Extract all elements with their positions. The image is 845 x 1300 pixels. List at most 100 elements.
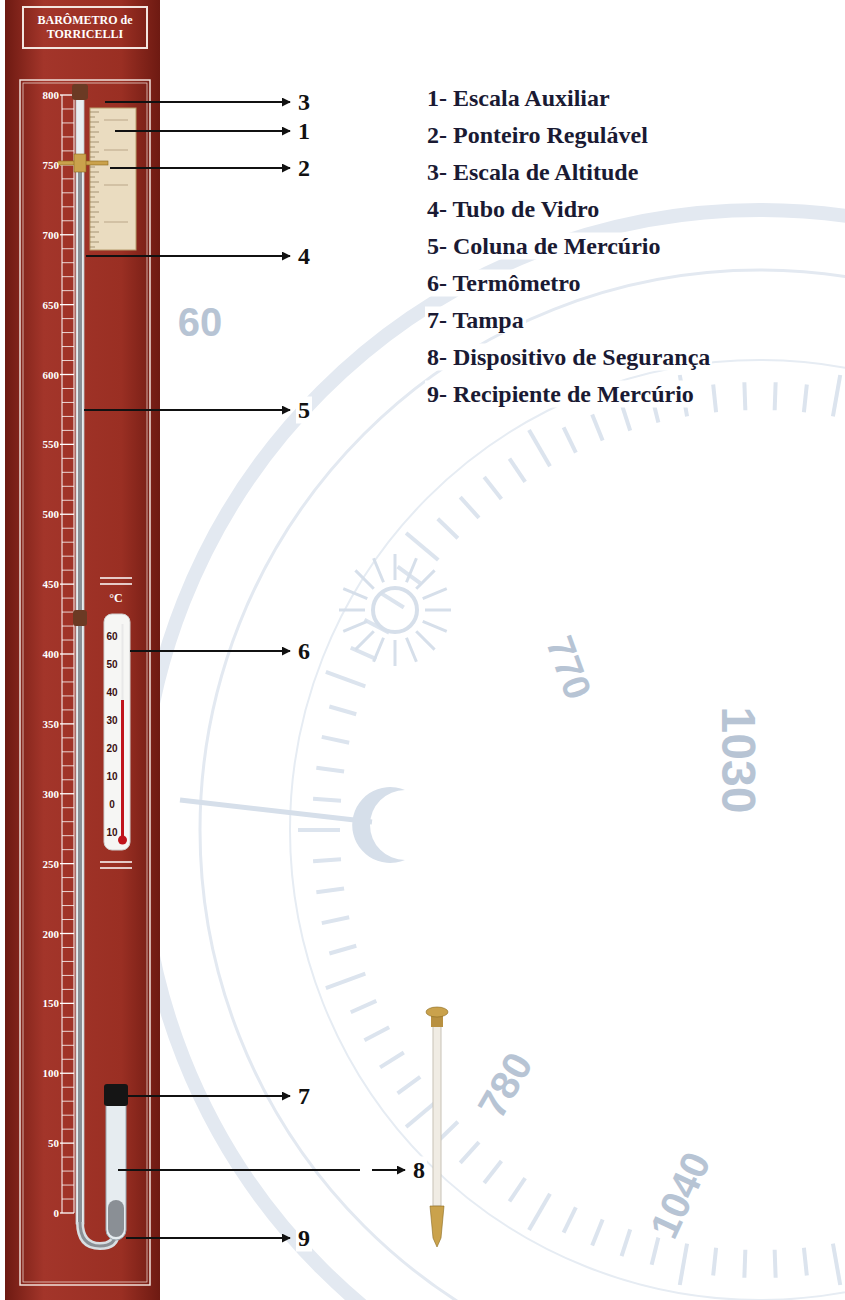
aux-tick	[90, 187, 95, 188]
dial-tick	[592, 1219, 602, 1245]
dial-tick	[742, 1250, 747, 1278]
scale-tick	[62, 598, 74, 599]
dial-tick	[680, 1244, 687, 1285]
scale-tick	[62, 1199, 74, 1200]
scale-tick	[60, 1073, 74, 1074]
dial-tick	[804, 1248, 807, 1276]
aux-tick	[90, 117, 95, 118]
scale-tick	[62, 556, 74, 557]
aux-plate	[90, 108, 136, 250]
title-plaque: BARÔMETRO de TORRICELLI	[22, 6, 148, 49]
scale-tick	[60, 304, 74, 305]
dial-tick	[298, 828, 340, 832]
dial-ring	[200, 270, 845, 1300]
scale-tick	[62, 891, 74, 892]
aux-tick	[90, 212, 99, 213]
dial-tick	[652, 1238, 659, 1265]
scale-tick	[62, 416, 74, 417]
device-tip	[430, 1206, 444, 1247]
scale-tick	[62, 1087, 74, 1088]
aux-tick	[90, 207, 95, 208]
legend-entry: 2- Ponteiro Regulável	[425, 122, 650, 149]
scale-tick	[62, 989, 74, 990]
scale-tick	[62, 150, 74, 151]
scale-tick	[62, 262, 74, 263]
scale-tick	[60, 234, 74, 235]
dial-tick	[622, 1229, 631, 1256]
dial-tick	[322, 917, 349, 923]
aux-tick	[90, 202, 99, 203]
dial-tick	[351, 648, 377, 659]
sun-ray	[343, 589, 367, 599]
dial-tick	[509, 459, 525, 482]
dial-tick	[380, 1053, 404, 1068]
scale-tick	[62, 1115, 74, 1116]
scale-tick	[62, 122, 74, 123]
divider-line	[100, 577, 132, 579]
scale-tick	[62, 709, 74, 710]
sun-ray	[423, 621, 447, 631]
divider-line	[100, 583, 132, 585]
scale-tick	[60, 94, 74, 95]
scale-number: 250	[43, 858, 60, 870]
container-glass	[106, 1092, 126, 1240]
scale-tick	[62, 1045, 74, 1046]
scale-tick	[60, 653, 74, 654]
aux-tick	[90, 197, 95, 198]
scale-tick	[62, 765, 74, 766]
sun-ray	[406, 638, 416, 662]
sun-ray	[425, 609, 451, 612]
scale-number: 500	[43, 508, 60, 520]
sun-ray	[339, 609, 365, 612]
legend-entry: 5- Coluna de Mercúrio	[425, 233, 663, 260]
dial-tick	[564, 1207, 576, 1232]
scale-tick	[62, 919, 74, 920]
scale-tick	[62, 640, 74, 641]
watermark-number: 1040	[640, 1143, 720, 1248]
dial-tick	[773, 382, 778, 410]
unit-label: °C	[109, 591, 122, 606]
scale-tick	[62, 332, 74, 333]
safety-device	[426, 1007, 448, 1247]
aux-tick	[90, 147, 95, 148]
scale-tick	[60, 933, 74, 934]
tube-clamp	[73, 610, 87, 626]
thermometer	[100, 578, 132, 868]
scale-tick	[62, 612, 74, 613]
thermometer-number: 10	[106, 771, 117, 782]
dial-tick	[484, 1161, 501, 1183]
scale-tick	[60, 444, 74, 445]
aux-line	[104, 222, 128, 223]
dial-tick	[438, 519, 458, 538]
dial-tick	[564, 427, 576, 452]
scale-tick	[62, 276, 74, 277]
aux-tick	[90, 247, 95, 248]
dial-tick	[509, 1178, 525, 1201]
aux-tick	[90, 157, 95, 158]
dial-tick	[326, 974, 365, 988]
scale-number: 100	[43, 1067, 60, 1079]
sun-ray	[416, 631, 434, 649]
scale-tick	[62, 626, 74, 627]
dial-tick	[406, 533, 438, 560]
leader-line	[118, 1169, 360, 1171]
dial-tick	[398, 1077, 421, 1093]
scale-number: 300	[43, 788, 60, 800]
scale-tick	[62, 737, 74, 738]
thermometer-number: 50	[106, 659, 117, 670]
dial-tick	[592, 415, 602, 441]
legend-entry: 3- Escala de Altitude	[425, 159, 640, 186]
scale-number: 150	[43, 997, 60, 1009]
scale-tick	[62, 192, 74, 193]
pointer-sleeve	[74, 154, 86, 172]
divider-line	[100, 867, 132, 869]
board-frame	[23, 83, 147, 1282]
scale-tick	[62, 472, 74, 473]
scale-tick	[62, 318, 74, 319]
dial-tick	[833, 375, 840, 416]
dial-tick	[313, 859, 341, 861]
callout-arrow	[84, 409, 290, 411]
legend-entry: 4- Tubo de Vidro	[425, 196, 601, 223]
sun-ray	[394, 640, 397, 666]
